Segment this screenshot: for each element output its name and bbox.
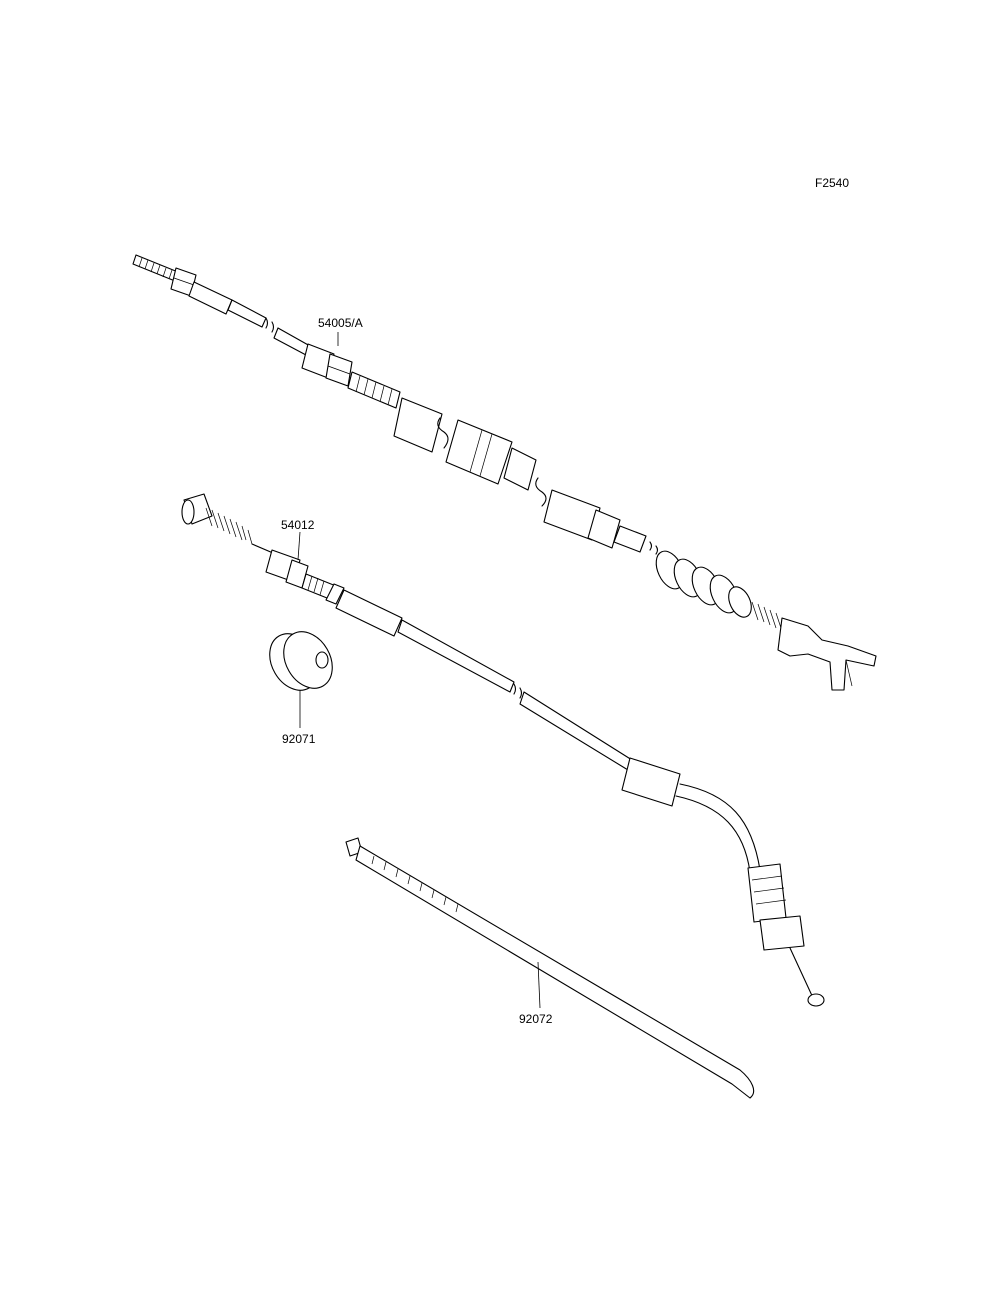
part-label-54012: 54012 [281,518,315,532]
upper-cable-drawing [132,254,877,691]
leader-54012 [297,531,301,561]
part-label-92072: 92072 [519,1012,553,1026]
leader-92072 [537,961,541,1009]
lower-cable-drawing [181,493,825,1007]
part-label-54005-a: 54005/A [318,316,363,330]
grommet-drawing [269,631,333,691]
cable-tie-drawing [345,837,755,1099]
figure-code: F2540 [815,176,849,190]
part-label-92071: 92071 [282,732,316,746]
